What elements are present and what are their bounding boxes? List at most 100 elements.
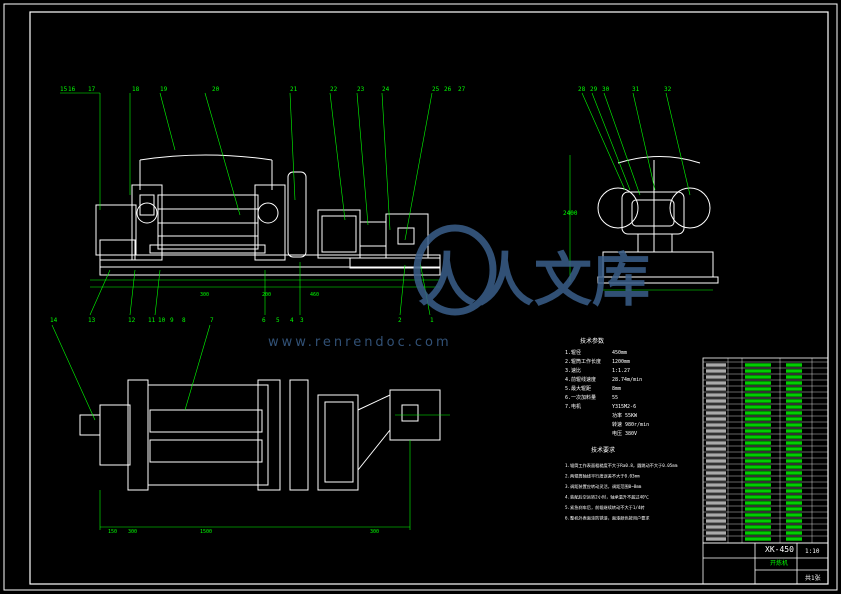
parts-cell (706, 531, 726, 535)
parts-cell (745, 507, 771, 511)
parts-cell (745, 465, 771, 469)
parts-cell (786, 441, 802, 445)
spec-key: 4.前辊线速度 (565, 376, 596, 383)
part-label: 18 (132, 86, 140, 93)
parts-cell (786, 369, 802, 373)
parts-cell (745, 489, 771, 493)
parts-cell (706, 483, 726, 487)
parts-cell (706, 489, 726, 493)
part-label: 25 (432, 86, 440, 93)
part-label: 27 (458, 86, 466, 93)
part-label: 13 (88, 317, 96, 324)
spec-value: 8mm (612, 386, 621, 392)
front-view-dimensions (60, 92, 440, 316)
parts-cell (786, 537, 802, 541)
parts-cell (745, 453, 771, 457)
parts-cell (786, 417, 802, 421)
spec-value: 电压 380V (612, 430, 637, 437)
part-label: 15 (60, 86, 68, 93)
parts-cell (706, 471, 726, 475)
part-label: 16 (68, 86, 76, 93)
watermark-brand: 人人文库 (418, 246, 650, 314)
parts-cell (706, 381, 726, 385)
outer-border (3, 3, 838, 591)
parts-cell (706, 399, 726, 403)
spec-value: 转速 980r/min (612, 421, 649, 428)
dimension-text: 300 (200, 292, 209, 298)
parts-cell (745, 459, 771, 463)
part-label: 3 (300, 317, 304, 324)
spec-key: 6.一次加料量 (565, 394, 596, 401)
parts-cell (745, 417, 771, 421)
parts-cell (706, 405, 726, 409)
parts-cell (745, 471, 771, 475)
part-label: 28 (578, 86, 586, 93)
parts-cell (706, 423, 726, 427)
parts-cell (745, 399, 771, 403)
parts-cell (706, 459, 726, 463)
tech-req-item: 5.紧急刹车后，前辊继续转动不大于1/4转 (565, 504, 645, 511)
parts-cell (786, 465, 802, 469)
part-label: 21 (290, 86, 298, 93)
parts-cell (786, 411, 802, 415)
part-label: 4 (290, 317, 294, 324)
parts-cell (706, 525, 726, 529)
parts-list (702, 357, 829, 544)
parts-cell (786, 393, 802, 397)
parts-cell (745, 483, 771, 487)
parts-cell (786, 363, 802, 367)
parts-cell (745, 435, 771, 439)
parts-cell (745, 411, 771, 415)
parts-cell (706, 393, 726, 397)
spec-key: 2.辊筒工作长度 (565, 358, 601, 365)
parts-cell (706, 375, 726, 379)
tech-req-item: 6.整机外表面涂防锈漆，面漆颜色按用户要求 (565, 515, 650, 522)
dimension-text: 200 (262, 292, 271, 298)
part-label: 10 (158, 317, 166, 324)
parts-cell (745, 405, 771, 409)
parts-cell (706, 363, 726, 367)
parts-cell (745, 387, 771, 391)
part-label: 2 (398, 317, 402, 324)
parts-cell (786, 405, 802, 409)
parts-cell (745, 375, 771, 379)
parts-cell (745, 429, 771, 433)
spec-key: 5.最大辊距 (565, 385, 591, 392)
spec-value: 功率 55KW (612, 412, 638, 419)
tech-requirements: 1.辊筒工作表面粗糙度不大于Ra0.8，圆跳动不大于0.05mm2.两辊筒轴线平… (565, 462, 678, 522)
side-view-dimensions (569, 92, 713, 291)
parts-cell (786, 435, 802, 439)
part-label: 29 (590, 86, 598, 93)
parts-cell (786, 375, 802, 379)
parts-cell (786, 501, 802, 505)
part-label: 22 (330, 86, 338, 93)
spec-value: 1200mm (612, 359, 630, 365)
spec-key: 3.速比 (565, 367, 581, 374)
parts-cell (786, 531, 802, 535)
part-label: 17 (88, 86, 96, 93)
spec-value: 55 (612, 395, 618, 401)
parts-cell (745, 423, 771, 427)
parts-cell (786, 513, 802, 517)
parts-cell (745, 381, 771, 385)
dimension-text: 300 (370, 529, 379, 535)
spec-value: 28.74m/min (612, 377, 642, 383)
parts-cell (706, 369, 726, 373)
parts-cell (786, 477, 802, 481)
parts-cell (745, 369, 771, 373)
part-label: 31 (632, 86, 640, 93)
parts-cell (706, 417, 726, 421)
parts-cell (786, 423, 802, 427)
parts-cell (786, 399, 802, 403)
parts-cell (786, 525, 802, 529)
parts-cell (706, 537, 726, 541)
side-view (597, 156, 719, 284)
part-label: 5 (276, 317, 280, 324)
part-label: 11 (148, 317, 156, 324)
part-label: 23 (357, 86, 365, 93)
